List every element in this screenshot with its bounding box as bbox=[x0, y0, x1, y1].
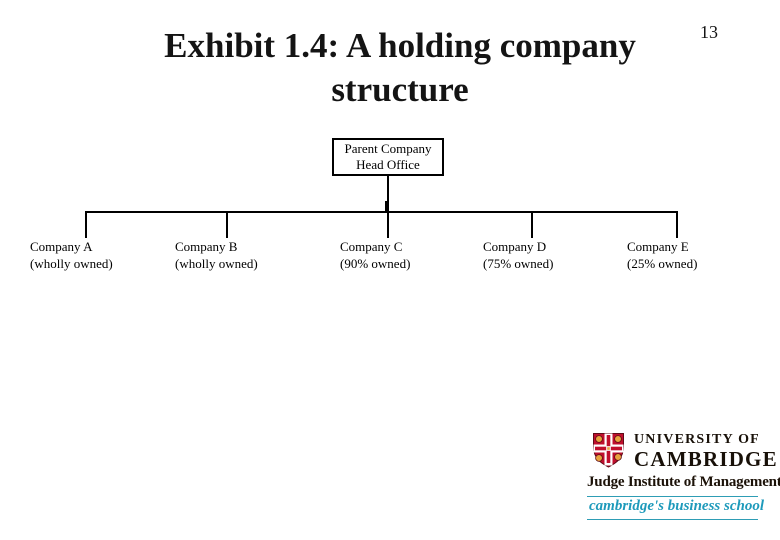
company-b-label: Company B (wholly owned) bbox=[175, 238, 320, 272]
university-of-text: UNIVERSITY OF bbox=[634, 432, 760, 447]
company-c-name: Company C bbox=[340, 239, 403, 254]
slide-title-line1: Exhibit 1.4: A holding company bbox=[164, 26, 636, 65]
company-b-name: Company B bbox=[175, 239, 238, 254]
company-e-label: Company E (25% owned) bbox=[627, 238, 772, 272]
connector-drop-company-d bbox=[531, 211, 533, 238]
cambridge-shield-icon bbox=[593, 433, 624, 468]
company-c-ownership: (90% owned) bbox=[340, 256, 411, 271]
company-d-ownership: (75% owned) bbox=[483, 256, 554, 271]
company-b-ownership: (wholly owned) bbox=[175, 256, 258, 271]
company-e-ownership: (25% owned) bbox=[627, 256, 698, 271]
page-number: 13 bbox=[700, 22, 718, 42]
company-d-label: Company D (75% owned) bbox=[483, 238, 628, 272]
parent-company-line1: Parent Company bbox=[344, 141, 432, 156]
company-a-label: Company A (wholly owned) bbox=[30, 238, 175, 272]
slide-title: Exhibit 1.4: A holding company structure bbox=[90, 24, 710, 112]
cambridge-text: CAMBRIDGE bbox=[634, 447, 778, 471]
parent-company-line2: Head Office bbox=[356, 157, 420, 172]
tagline-text: cambridge's business school bbox=[589, 498, 765, 514]
teal-divider-bottom bbox=[587, 519, 758, 520]
company-e-name: Company E bbox=[627, 239, 689, 254]
company-a-ownership: (wholly owned) bbox=[30, 256, 113, 271]
institute-text: Judge Institute of Management bbox=[587, 474, 780, 490]
company-c-label: Company C (90% owned) bbox=[340, 238, 485, 272]
connector-rail bbox=[85, 211, 678, 213]
slide-title-line2: structure bbox=[331, 70, 469, 109]
connector-drop-company-a bbox=[85, 211, 87, 238]
company-d-name: Company D bbox=[483, 239, 547, 254]
company-a-name: Company A bbox=[30, 239, 93, 254]
teal-divider-top bbox=[587, 496, 758, 497]
parent-company-box: Parent Company Head Office bbox=[332, 138, 444, 176]
connector-drop-company-b bbox=[226, 211, 228, 238]
connector-drop-company-e bbox=[676, 211, 678, 238]
connector-root-thick-segment bbox=[385, 201, 389, 212]
